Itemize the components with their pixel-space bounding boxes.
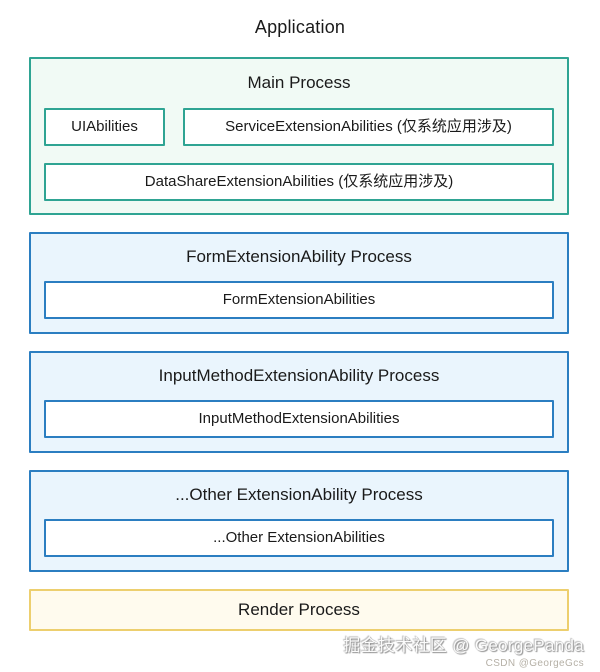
main-process-box: Main Process UIAbilities ServiceExtensio… — [29, 57, 569, 215]
service-extension-abilities-box: ServiceExtensionAbilities (仅系统应用涉及) — [183, 108, 554, 146]
form-extension-abilities-box: FormExtensionAbilities — [44, 281, 554, 319]
input-method-extension-abilities-box: InputMethodExtensionAbilities — [44, 400, 554, 438]
datashare-extension-abilities-box: DataShareExtensionAbilities (仅系统应用涉及) — [44, 163, 554, 201]
other-extension-process-box: ...Other ExtensionAbility Process ...Oth… — [29, 470, 569, 572]
form-extension-process-title: FormExtensionAbility Process — [186, 247, 412, 266]
input-method-process-box: InputMethodExtensionAbility Process Inpu… — [29, 351, 569, 453]
form-extension-row: FormExtensionAbilities — [31, 281, 567, 319]
watermark-juejin-line: 掘金技术社区 @ GeorgePanda — [343, 636, 584, 655]
other-extension-row: ...Other ExtensionAbilities — [31, 519, 567, 557]
watermark: 掘金技术社区 @ GeorgePanda CSDN @GeorgeGcs — [343, 631, 584, 669]
other-extension-abilities-box: ...Other ExtensionAbilities — [44, 519, 554, 557]
input-method-process-title: InputMethodExtensionAbility Process — [158, 366, 440, 385]
main-process-title: Main Process — [247, 73, 351, 92]
main-process-row-2: DataShareExtensionAbilities (仅系统应用涉及) — [31, 163, 567, 201]
render-process-box: Render Process — [29, 589, 569, 631]
main-process-row-1: UIAbilities ServiceExtensionAbilities (仅… — [31, 108, 567, 146]
diagram-body: Main Process UIAbilities ServiceExtensio… — [0, 57, 600, 631]
uiabilities-box: UIAbilities — [44, 108, 165, 146]
other-extension-process-title: ...Other ExtensionAbility Process — [175, 485, 423, 504]
render-process-title: Render Process — [238, 600, 360, 619]
watermark-csdn-line: CSDN @GeorgeGcs — [485, 658, 584, 669]
form-extension-process-box: FormExtensionAbility Process FormExtensi… — [29, 232, 569, 334]
input-method-row: InputMethodExtensionAbilities — [31, 400, 567, 438]
application-title: Application — [254, 17, 346, 37]
